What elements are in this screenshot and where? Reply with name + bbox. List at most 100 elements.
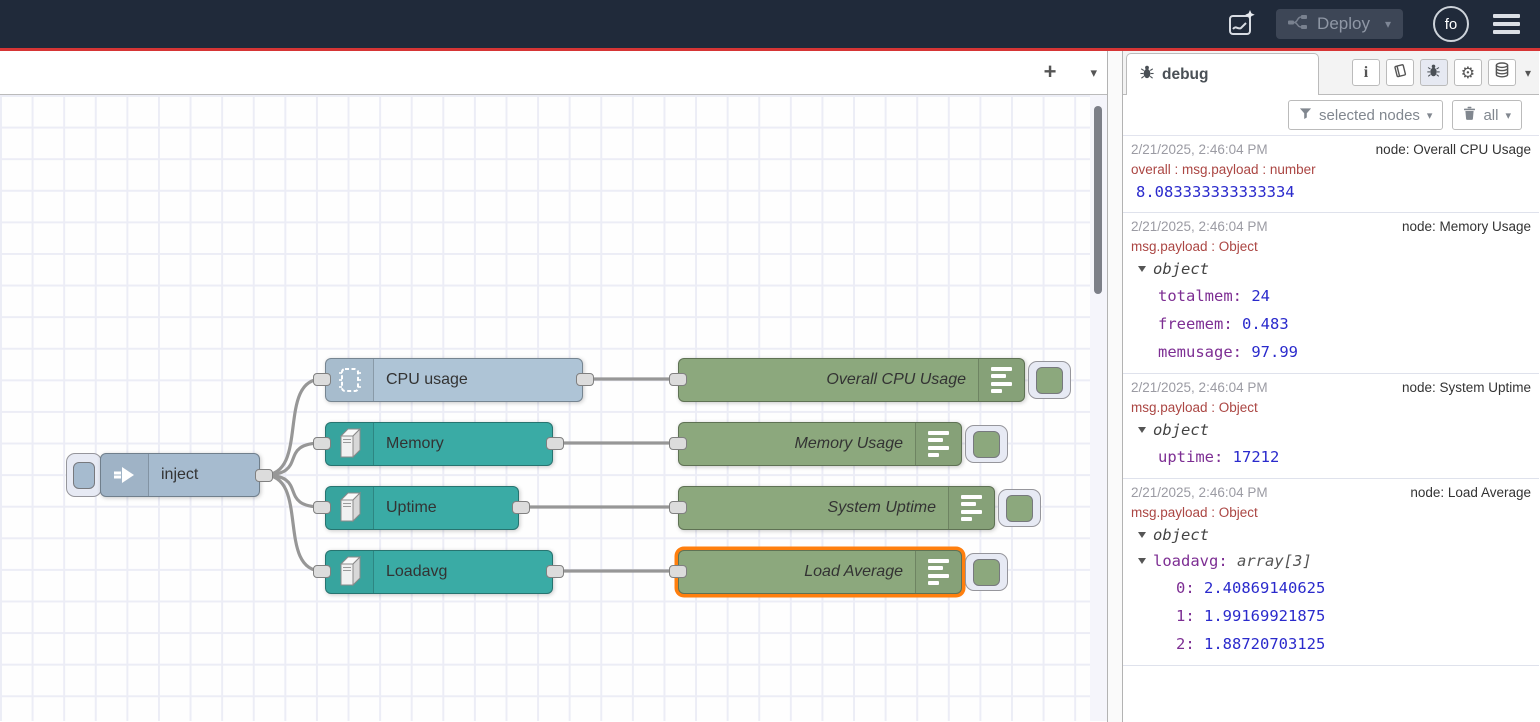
help-tab-button[interactable] [1386,59,1414,86]
debug-message: 2/21/2025, 2:46:04 PM node: Load Average… [1123,479,1539,666]
node-label: Loadavg [386,551,447,593]
node-memory[interactable]: Memory [325,422,553,466]
object-entry: totalmem: 24 [1131,282,1531,310]
collapse-triangle-icon [1138,266,1146,272]
message-property: msg.payload : Object [1131,503,1531,522]
sidebar-menu-chevron-icon[interactable]: ▾ [1525,66,1531,80]
deploy-chevron-icon[interactable]: ▾ [1379,17,1391,31]
node-loadavg[interactable]: Loadavg [325,550,553,594]
sidebar-splitter[interactable] [1108,51,1123,722]
port-memusage-in[interactable] [669,437,687,450]
user-avatar[interactable]: fo [1433,6,1469,42]
debug-messages: 2/21/2025, 2:46:04 PM node: Overall CPU … [1123,136,1539,666]
message-timestamp: 2/21/2025, 2:46:04 PM [1131,483,1268,503]
object-expand-row[interactable]: object [1131,417,1531,443]
bug-icon [1139,64,1155,85]
node-cpu-usage[interactable]: CPU usage [325,358,583,402]
port-memory-in[interactable] [313,437,331,450]
header: Deploy ▾ fo [0,0,1540,48]
info-tab-button[interactable]: i [1352,59,1380,86]
message-timestamp: 2/21/2025, 2:46:04 PM [1131,217,1268,237]
debug-list-icon [915,423,961,465]
port-uptime-out[interactable] [512,501,530,514]
collapse-triangle-icon [1138,532,1146,538]
message-node-name: node: Memory Usage [1402,217,1531,237]
port-loadavg-out[interactable] [546,565,564,578]
node-inject[interactable]: inject [100,453,260,497]
server-icon [326,487,374,529]
port-uptime-in[interactable] [313,501,331,514]
debug-message: 2/21/2025, 2:46:04 PM node: Memory Usage… [1123,213,1539,374]
debug-filter-row: selected nodes ▾ all ▾ [1123,95,1539,136]
message-node-name: node: Overall CPU Usage [1376,140,1531,160]
config-tab-button[interactable]: ⚙ [1454,59,1482,86]
inject-trigger-button[interactable] [66,453,102,497]
node-label: System Uptime [828,487,936,529]
object-entry: freemem: 0.483 [1131,310,1531,338]
inject-arrow-icon [101,454,149,496]
image-sparkle-icon[interactable] [1224,8,1258,40]
debug-list-icon [978,359,1024,401]
node-label: Memory [386,423,444,465]
book-icon [1392,63,1408,83]
node-debug-overall-cpu[interactable]: Overall CPU Usage [678,358,1025,402]
node-debug-load-average[interactable]: Load Average [678,550,962,594]
collapse-triangle-icon [1138,427,1146,433]
server-icon [326,551,374,593]
port-cpu-in[interactable] [313,373,331,386]
port-overall-in[interactable] [669,373,687,386]
debug-message: 2/21/2025, 2:46:04 PM node: System Uptim… [1123,374,1539,479]
array-entry: 2: 1.88720703125 [1131,630,1531,658]
workspace: + ▾ [0,51,1108,722]
port-loadaverage-in[interactable] [669,565,687,578]
debug-list-icon [948,487,994,529]
debug-message: 2/21/2025, 2:46:04 PM node: Overall CPU … [1123,136,1539,213]
debug-toggle-memory-usage[interactable] [965,425,1008,463]
context-tab-button[interactable] [1488,59,1516,86]
node-label: Overall CPU Usage [826,359,966,401]
filter-nodes-button[interactable]: selected nodes ▾ [1288,100,1443,130]
canvas-scrollbar-thumb[interactable] [1094,106,1102,294]
tab-debug[interactable]: debug [1126,53,1319,95]
database-icon [1494,62,1510,83]
wires-layer [0,95,1107,721]
port-sysuptime-in[interactable] [669,501,687,514]
object-expand-row[interactable]: object [1131,522,1531,548]
node-label: inject [161,454,198,496]
message-timestamp: 2/21/2025, 2:46:04 PM [1131,378,1268,398]
chip-icon [326,359,374,401]
node-uptime[interactable]: Uptime [325,486,519,530]
port-cpu-out[interactable] [576,373,594,386]
flow-canvas[interactable]: inject CPU usage [0,95,1107,721]
deploy-button[interactable]: Deploy ▾ [1276,9,1403,39]
sidebar-tab-bar: debug i [1123,51,1539,95]
node-label: CPU usage [386,359,468,401]
object-expand-row[interactable]: object [1131,256,1531,282]
collapse-triangle-icon [1138,558,1146,564]
message-node-name: node: System Uptime [1402,378,1531,398]
port-inject-out[interactable] [255,469,273,482]
canvas-scrollbar-track [1090,95,1107,721]
debug-toggle-load-average[interactable] [965,553,1008,591]
main-area: + ▾ [0,51,1540,722]
port-memory-out[interactable] [546,437,564,450]
flow-tab-bar: + ▾ [0,51,1107,95]
funnel-icon [1299,107,1312,124]
flow-list-chevron-icon[interactable]: ▾ [1090,60,1097,86]
message-value: 8.083333333333334 [1131,179,1531,205]
debug-toggle-system-uptime[interactable] [998,489,1041,527]
deploy-icon [1288,14,1308,35]
port-loadavg-in[interactable] [313,565,331,578]
debug-tab-button[interactable] [1420,59,1448,86]
node-label: Load Average [804,551,903,593]
node-debug-system-uptime[interactable]: System Uptime [678,486,995,530]
clear-messages-button[interactable]: all ▾ [1452,100,1522,130]
message-property: msg.payload : Object [1131,398,1531,417]
add-flow-button[interactable]: + [1035,59,1065,87]
array-expand-row[interactable]: loadavg: array[3] [1131,548,1531,574]
chevron-down-icon: ▾ [1505,109,1511,122]
node-debug-memory-usage[interactable]: Memory Usage [678,422,962,466]
menu-icon[interactable] [1493,14,1520,34]
debug-toggle-overall-cpu[interactable] [1028,361,1071,399]
filter-nodes-label: selected nodes [1319,107,1420,124]
